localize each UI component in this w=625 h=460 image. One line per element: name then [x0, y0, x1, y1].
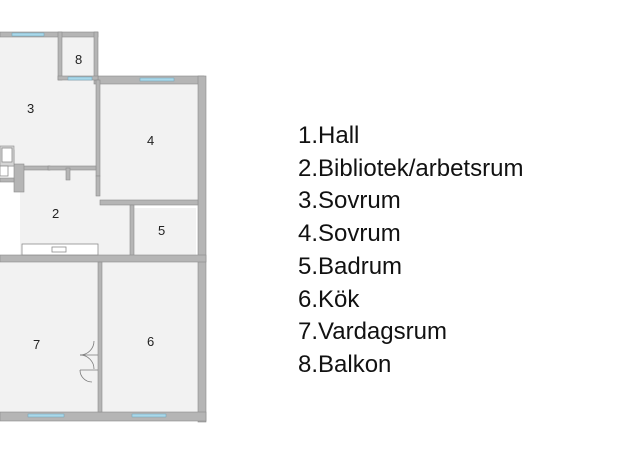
room-number-6: 6: [147, 334, 154, 349]
room-number-2: 2: [52, 206, 59, 221]
room-number-5: 5: [158, 223, 165, 238]
room-legend: 1.Hall 2.Bibliotek/arbetsrum 3.Sovrum 4.…: [298, 120, 523, 382]
room-number-8: 8: [75, 52, 82, 67]
legend-item: 4.Sovrum: [298, 220, 401, 248]
legend-item: 3.Sovrum: [298, 187, 401, 215]
legend-item: 2.Bibliotek/arbetsrum: [298, 154, 524, 182]
door-swing: [79, 340, 98, 383]
room-numbers: 8 3 4 2 5 7 6: [27, 52, 165, 352]
fixtures: [0, 147, 99, 256]
legend-item: 1.Hall: [298, 122, 360, 149]
room-number-7: 7: [33, 337, 40, 352]
room-number-3: 3: [27, 101, 34, 116]
legend-item: 5.Badrum: [298, 252, 403, 280]
floor-areas: [0, 36, 198, 412]
legend-item: 7.Vardagsrum: [298, 318, 447, 346]
legend-item: 8.Balkon: [298, 350, 392, 378]
windows: [11, 32, 175, 418]
legend-item: 6.Kök: [298, 285, 360, 313]
floor-plan: 8 3 4 2 5 7 6: [0, 31, 207, 423]
room-number-4: 4: [147, 133, 154, 148]
